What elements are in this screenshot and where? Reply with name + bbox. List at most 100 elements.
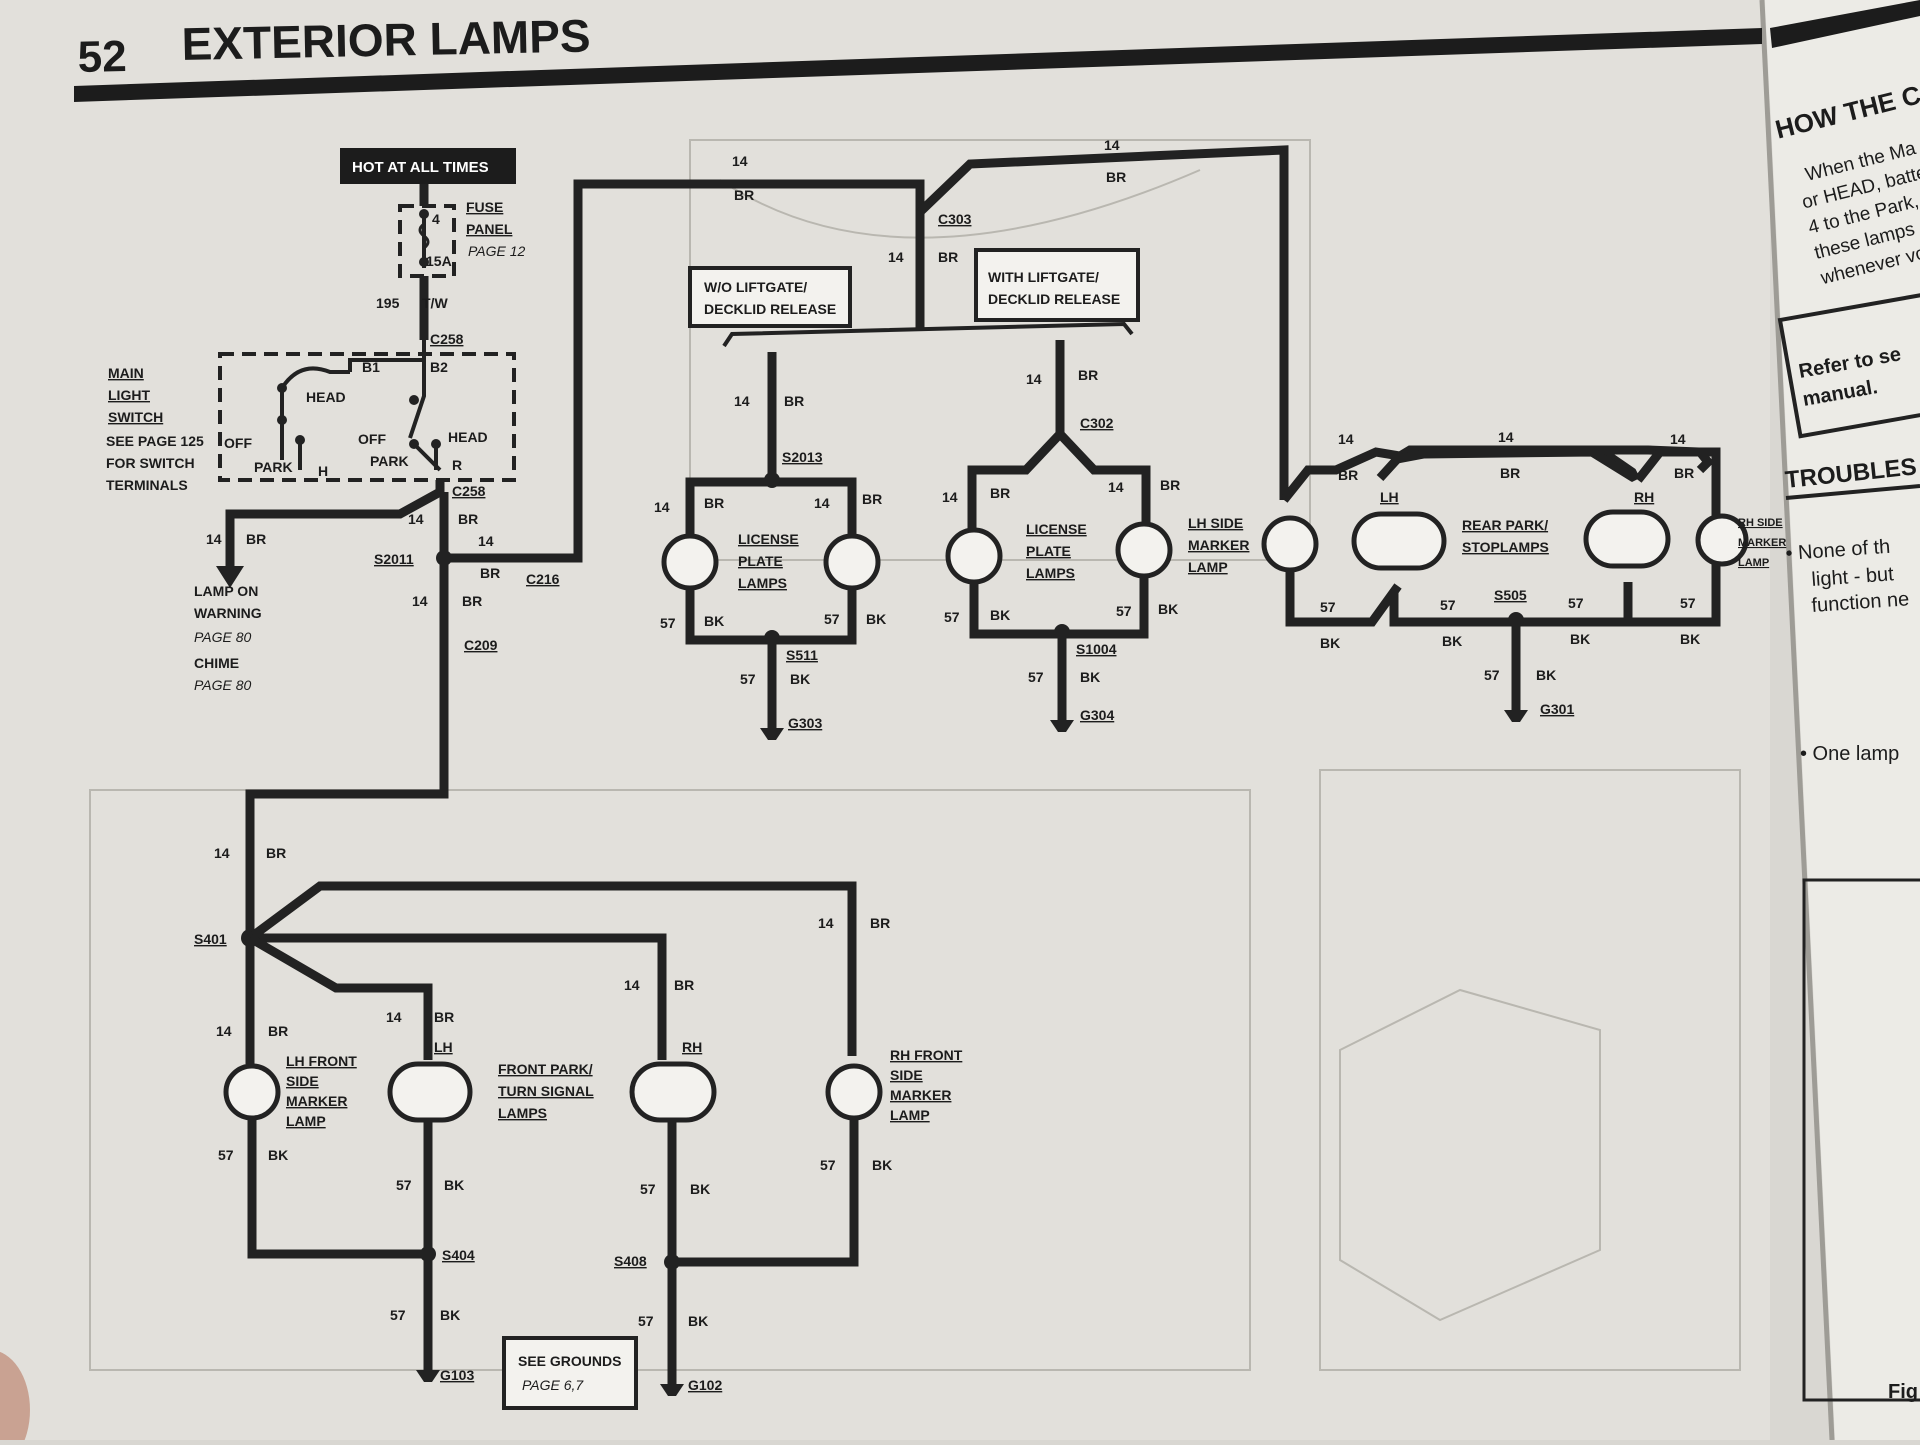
svg-text:LH: LH [1380,489,1399,505]
rear-park-stoplamps-label: REAR PARK/ [1462,517,1548,533]
svg-text:PLATE: PLATE [738,553,783,569]
svg-text:WITH LIFTGATE/: WITH LIFTGATE/ [988,269,1099,285]
connector-c258-top: C258 [430,331,464,347]
svg-text:• One lamp: • One lamp [1800,743,1899,765]
svg-text:57: 57 [820,1157,836,1173]
svg-text:BK: BK [690,1181,710,1197]
svg-text:PARK: PARK [254,459,293,475]
svg-text:MARKER: MARKER [286,1093,347,1109]
svg-text:BR: BR [990,485,1010,501]
svg-text:14: 14 [1498,429,1514,445]
hot-at-all-times: HOT AT ALL TIMES [352,159,489,176]
rh-front-side-marker-label: RH FRONT [890,1047,963,1063]
svg-text:PLATE: PLATE [1026,543,1071,559]
svg-text:14: 14 [818,915,834,931]
connector-c216: C216 [526,571,560,587]
svg-text:LAMP: LAMP [1188,559,1228,575]
license-plate-label-2: LICENSE [1026,521,1087,537]
svg-text:BR: BR [246,531,266,547]
svg-text:OFF: OFF [224,435,252,451]
svg-text:57: 57 [390,1307,406,1323]
svg-text:Fig: Fig [1888,1381,1918,1403]
license-plate-lamp-4 [1115,521,1173,579]
rh-side-marker-label: RH SIDE [1738,517,1783,529]
main-light-switch-label: MAIN [108,365,144,381]
fuse-15a: 15A [426,253,452,269]
svg-text:14: 14 [734,393,750,409]
page-number: 52 [77,32,127,82]
connector-c303: C303 [938,211,972,227]
svg-text:57: 57 [740,671,756,687]
ground-g303: G303 [788,715,822,731]
svg-text:S2013: S2013 [782,449,823,465]
svg-text:BK: BK [1680,631,1700,647]
svg-text:B1: B1 [362,359,380,375]
svg-text:S511: S511 [786,647,818,663]
svg-text:14: 14 [654,499,670,515]
svg-text:14: 14 [386,1009,402,1025]
with-liftgate-box [974,248,1140,322]
license-plate-label-1: LICENSE [738,531,799,547]
license-plate-lamp-2 [823,533,881,591]
svg-text:LIGHT: LIGHT [108,387,150,403]
svg-text:BK: BK [268,1147,288,1163]
svg-text:MARKER: MARKER [890,1087,951,1103]
license-plate-lamp-1 [661,533,719,591]
connector-c258-bottom: C258 [452,483,486,499]
svg-text:RH: RH [1634,489,1654,505]
rh-front-side-marker-lamp [825,1063,883,1121]
svg-text:HEAD: HEAD [448,429,488,445]
svg-text:57: 57 [218,1147,234,1163]
svg-text:BR: BR [458,511,478,527]
svg-text:14: 14 [624,977,640,993]
svg-text:BR: BR [734,187,754,203]
svg-text:14: 14 [814,495,830,511]
rh-side-marker-lamp [1695,513,1749,567]
splice-s1004 [1054,624,1070,640]
lamp-on-warning: LAMP ON [194,583,258,599]
svg-text:57: 57 [1484,667,1500,683]
svg-text:BK: BK [1158,601,1178,617]
header-rule [74,28,1762,102]
svg-text:57: 57 [640,1181,656,1197]
right-page-note-box [1777,289,1920,439]
svg-text:BR: BR [870,915,890,931]
svg-text:BR: BR [266,845,286,861]
lh-side-marker-label: LH SIDE [1188,515,1243,531]
see-grounds-box [502,1336,638,1410]
svg-text:BR: BR [480,565,500,581]
svg-text:14: 14 [942,489,958,505]
svg-text:14: 14 [412,593,428,609]
lh-front-side-marker-lamp [223,1063,281,1121]
fuse-panel-label: FUSE [466,199,503,215]
svg-text:57: 57 [1028,669,1044,685]
svg-text:BK: BK [1570,631,1590,647]
svg-text:BR: BR [1674,465,1694,481]
svg-text:BK: BK [990,607,1010,623]
svg-text:SWITCH: SWITCH [108,409,163,425]
svg-text:SIDE: SIDE [890,1067,923,1083]
fuse-page-ref: PAGE 12 [468,243,526,259]
svg-text:W/O LIFTGATE/: W/O LIFTGATE/ [704,279,807,295]
svg-text:14: 14 [1108,479,1124,495]
svg-text:BK: BK [704,613,724,629]
svg-text:S404: S404 [442,1247,475,1263]
front-park-turn-label: FRONT PARK/ [498,1061,593,1077]
svg-text:S1004: S1004 [1076,641,1117,657]
main-light-switch-box [218,352,516,482]
lh-side-marker-lamp [1261,515,1319,573]
svg-text:DECKLID RELEASE: DECKLID RELEASE [988,291,1120,307]
svg-text:FOR SWITCH: FOR SWITCH [106,455,195,471]
svg-text:SIDE: SIDE [286,1073,319,1089]
svg-text:LAMP: LAMP [286,1113,326,1129]
svg-text:14: 14 [478,533,494,549]
svg-text:MARKER: MARKER [1188,537,1249,553]
svg-text:14: 14 [1026,371,1042,387]
ground-g301: G301 [1540,701,1574,717]
right-header-rule [1770,0,1920,48]
svg-text:T/W: T/W [422,295,448,311]
svg-text:BR: BR [1500,465,1520,481]
svg-text:PANEL: PANEL [466,221,513,237]
svg-text:14: 14 [1338,431,1354,447]
